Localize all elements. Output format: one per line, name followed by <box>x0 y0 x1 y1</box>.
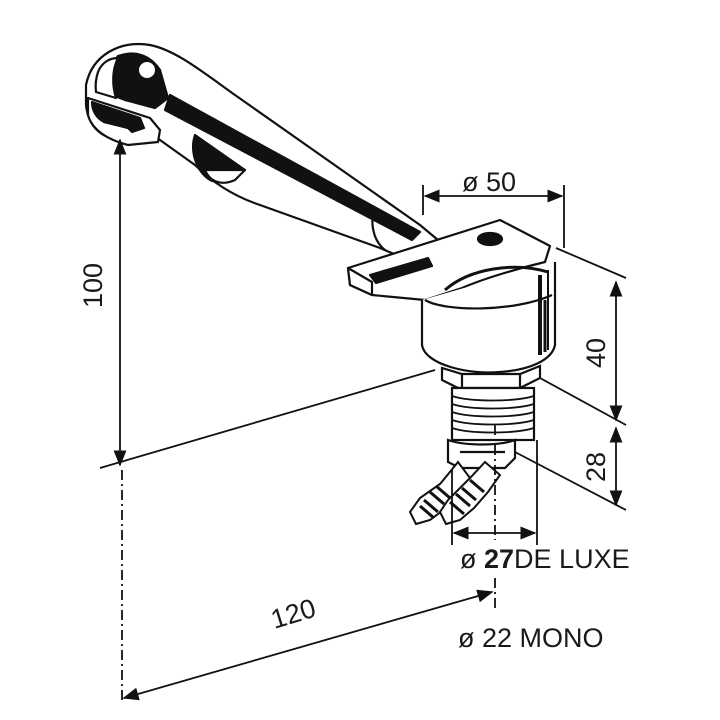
dimension-lines <box>99 138 627 701</box>
dimension-label-mono: ø 22 MONO <box>458 623 604 653</box>
centerlines <box>121 425 496 700</box>
lever-handle <box>346 218 552 302</box>
dimension-label-height-100: 100 <box>78 262 108 308</box>
deluxe-diameter-symbol: ø <box>460 544 484 574</box>
dimension-label-height-40: 40 <box>581 337 611 368</box>
spout <box>84 42 440 262</box>
threaded-shank <box>446 386 536 470</box>
deluxe-diameter-value: 27 <box>484 544 515 574</box>
dimension-label-deluxe: ø 27DE LUXE <box>460 546 630 573</box>
dimension-label-diameter-50: ø 50 <box>462 167 517 197</box>
dimension-label-height-28: 28 <box>581 451 611 482</box>
valve-body <box>420 262 557 374</box>
hose-connectors <box>408 460 502 526</box>
deluxe-variant-label: DE LUXE <box>514 544 630 574</box>
